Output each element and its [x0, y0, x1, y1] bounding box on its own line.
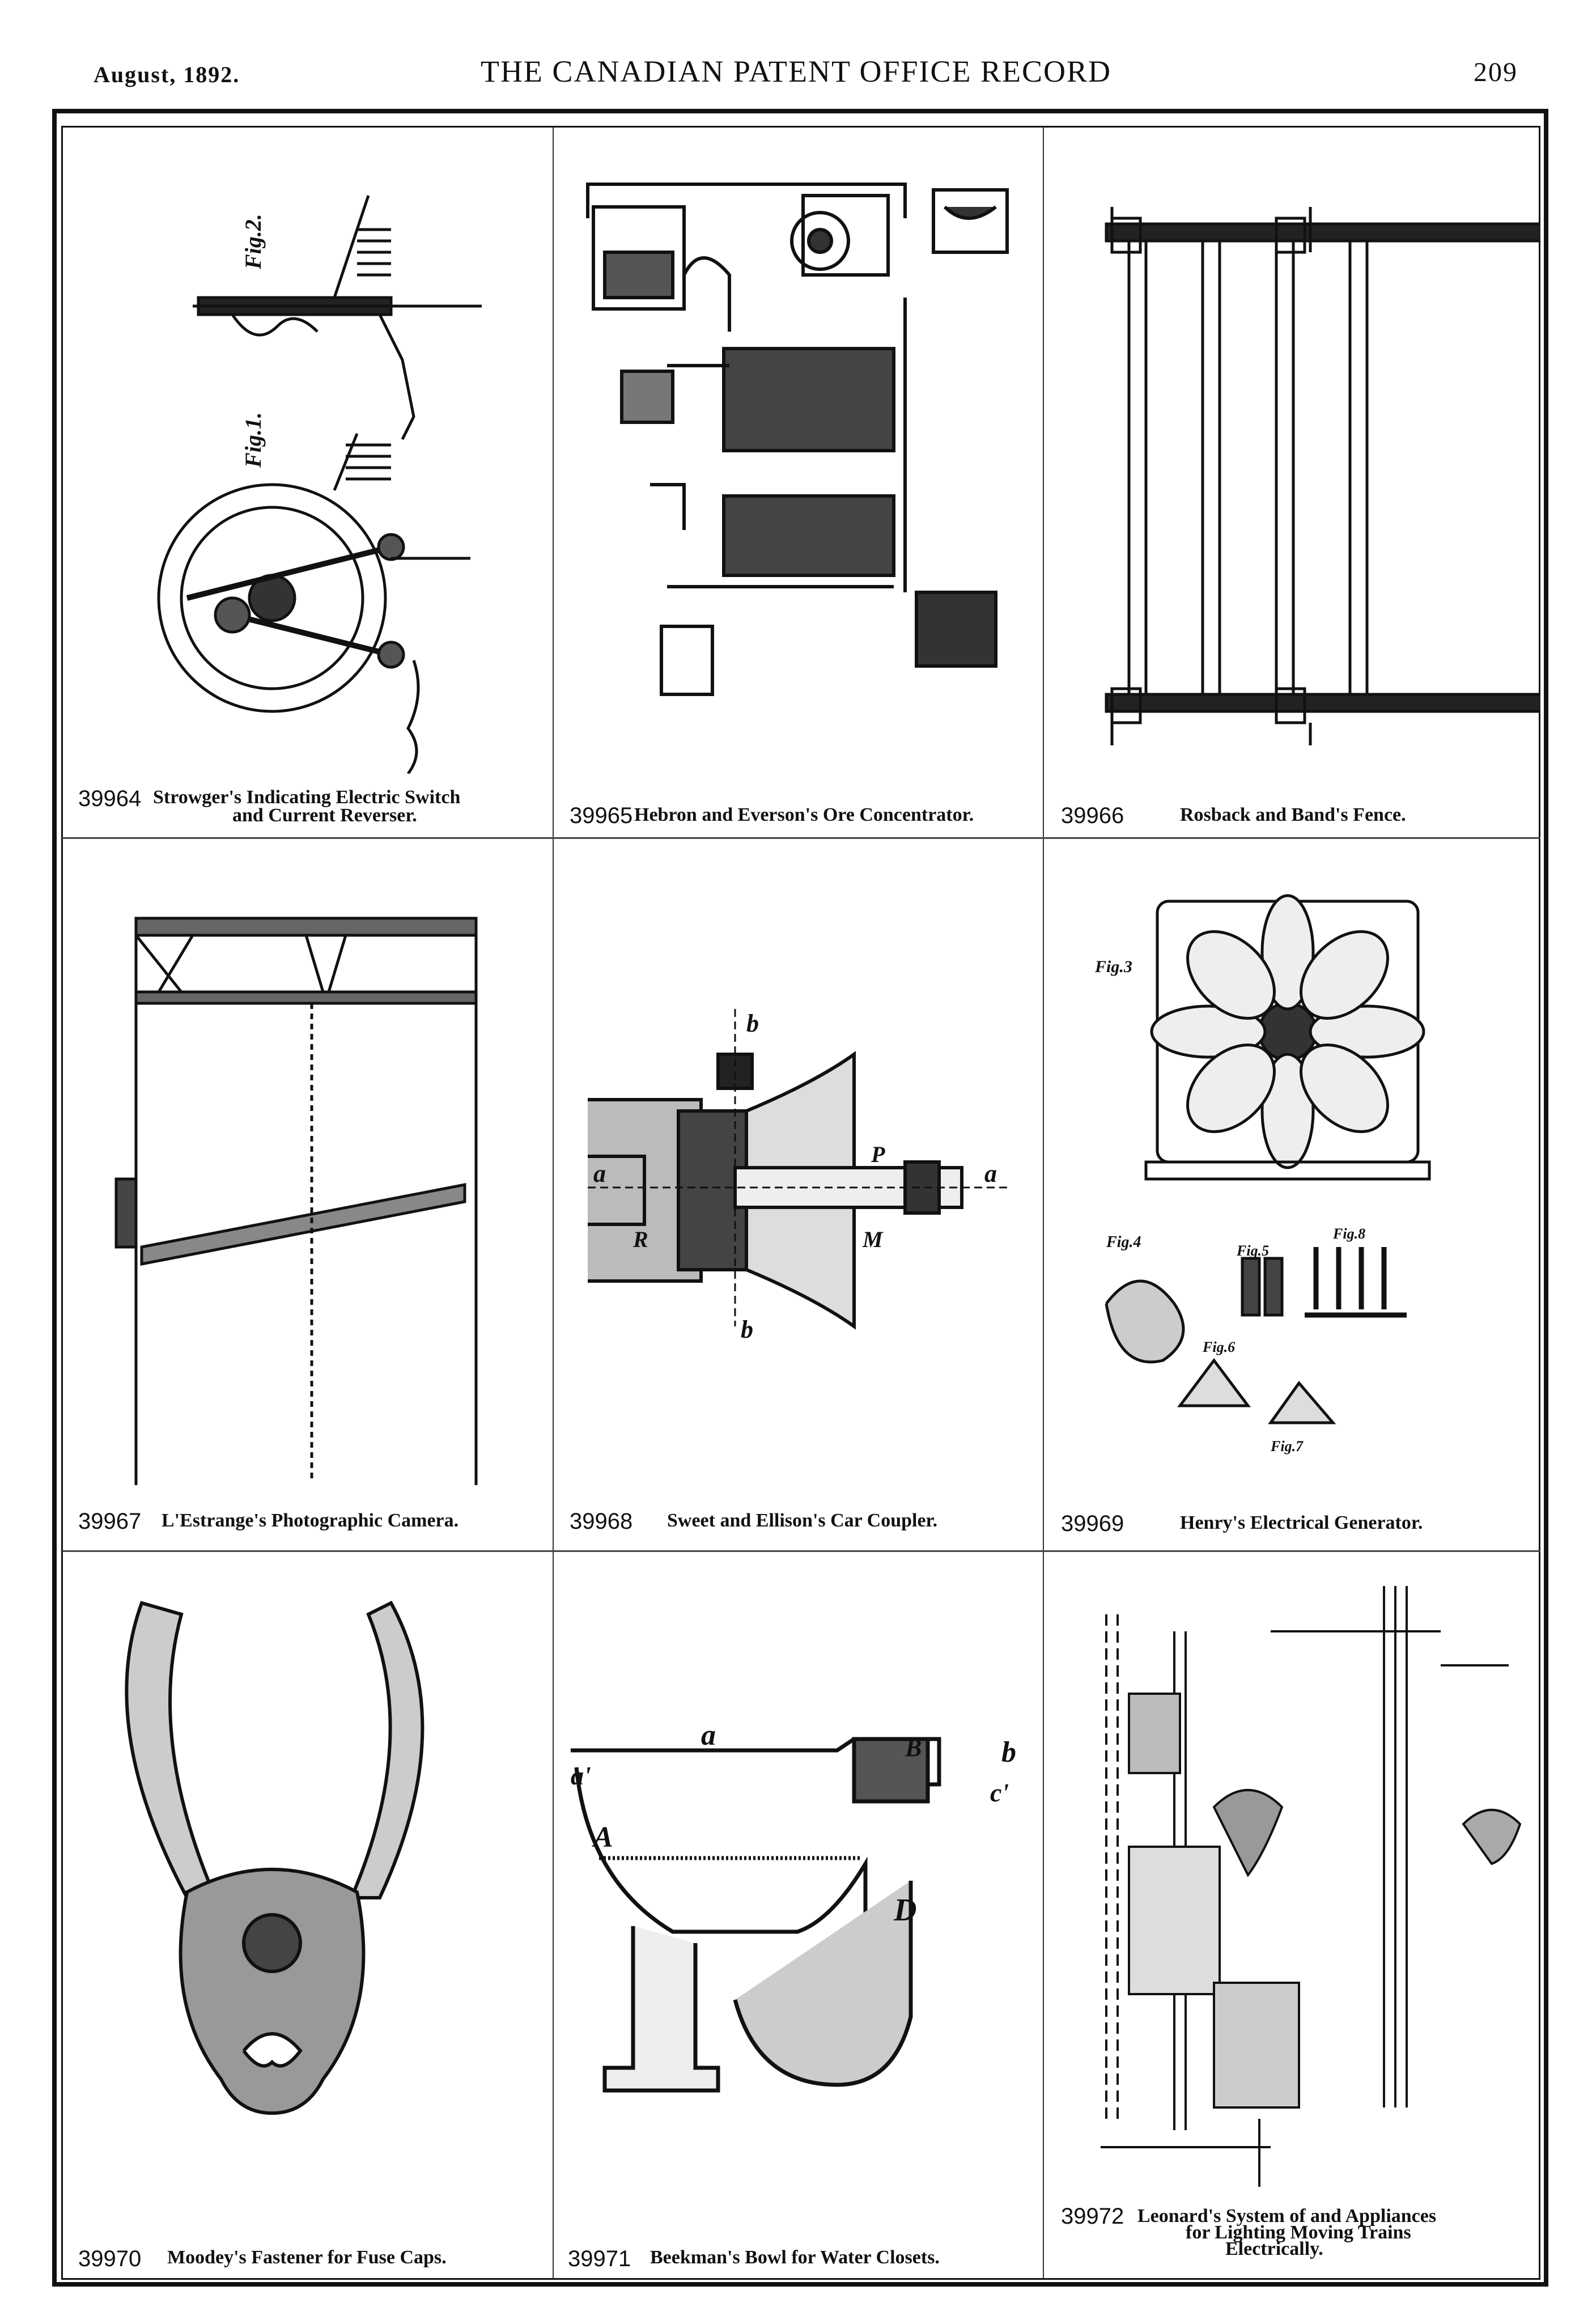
- row-divider: [62, 837, 1540, 839]
- patent-title: Beekman's Bowl for Water Closets.: [650, 2247, 940, 2268]
- patent-cell-39966: 39966 Rosback and Band's Fence.: [1044, 128, 1540, 836]
- patent-title: Moodey's Fastener for Fuse Caps.: [167, 2247, 447, 2268]
- generator-drawing: Fig.3 Fig.4 Fig.5 Fig.6 Fig.7 Fig.8: [1094, 894, 1431, 1454]
- label-p: P: [871, 1142, 885, 1167]
- patent-cell-39969: Fig.3 Fig.4 Fig.5 Fig.6 Fig.7 Fig.8 3996…: [1044, 839, 1540, 1550]
- patent-title: Rosback and Band's Fence.: [1180, 804, 1406, 825]
- fig1-label: Fig.1.: [240, 412, 266, 468]
- patent-number: 39966: [1061, 803, 1124, 828]
- water-closet-bowl-drawing: a a' A D b c' B: [571, 1719, 1016, 2093]
- patent-number: 39970: [78, 2246, 142, 2271]
- patent-title-line2: and Current Reverser.: [232, 805, 417, 826]
- label-a-prime: a': [571, 1761, 591, 1790]
- fig7-label: Fig.7: [1270, 1438, 1304, 1454]
- switch-drawing: Fig.2. Fig.1.: [157, 195, 482, 774]
- label-r: R: [632, 1227, 648, 1252]
- patent-title: Hebron and Everson's Ore Concentrator.: [634, 804, 974, 825]
- patent-cell-39970: 39970 Moodey's Fastener for Fuse Caps.: [62, 1552, 553, 2278]
- label-a: a: [701, 1719, 716, 1752]
- label-d: D: [893, 1893, 916, 1928]
- ore-concentrator-drawing: [586, 183, 1009, 696]
- label-b: b: [1001, 1736, 1016, 1769]
- patent-cell-39968: a a b b P M R 39968 Sweet and Ellison's …: [554, 839, 1043, 1550]
- label-a-left: a: [593, 1160, 606, 1188]
- label-capital-a: A: [592, 1821, 613, 1854]
- patent-title-line3: Electrically.: [1225, 2238, 1323, 2259]
- fig1-drawing: [157, 433, 470, 774]
- patent-cell-39965: 39965 Hebron and Everson's Ore Concentra…: [554, 128, 1043, 836]
- column-divider: [553, 128, 554, 2279]
- patent-title-line2: for Lighting Moving Trains: [1186, 2222, 1411, 2243]
- patent-title: L'Estrange's Photographic Camera.: [162, 1510, 459, 1531]
- fig5-label: Fig.5: [1236, 1242, 1269, 1259]
- patent-title-line1: Leonard's System of and Appliances: [1137, 2206, 1437, 2227]
- train-lighting-drawing: [1101, 1586, 1522, 2187]
- patent-number: 39972: [1061, 2204, 1124, 2229]
- patent-title-line1: Strowger's Indicating Electric Switch: [153, 787, 461, 808]
- patent-number: 39964: [78, 786, 142, 811]
- patent-title: Sweet and Ellison's Car Coupler.: [667, 1510, 938, 1531]
- patent-number: 39971: [568, 2246, 631, 2271]
- patent-number: 39965: [570, 803, 633, 828]
- fuse-fastener-drawing: [125, 1601, 424, 2115]
- fig4-label: Fig.4: [1106, 1233, 1141, 1251]
- page-frame-outer: [52, 109, 1548, 2287]
- fig3-label: Fig.3: [1094, 957, 1132, 976]
- patent-number: 39969: [1061, 1511, 1124, 1536]
- fig6-label: Fig.6: [1202, 1339, 1235, 1355]
- patent-cell-39964: Fig.2. Fig.1. 39964 Strowger's Indicatin…: [62, 128, 553, 836]
- publication-title: THE CANADIAN PATENT OFFICE RECORD: [480, 54, 1112, 88]
- patent-number: 39968: [570, 1509, 633, 1534]
- patent-title: Henry's Electrical Generator.: [1180, 1512, 1423, 1533]
- fig2-label: Fig.2.: [240, 214, 266, 270]
- patent-cell-39971: a a' A D b c' B 39971 Beekman's Bowl for…: [554, 1552, 1043, 2278]
- label-b-top: b: [746, 1010, 759, 1037]
- fence-drawing: [1105, 207, 1540, 745]
- car-coupler-drawing: a a b b P M R: [588, 1009, 1007, 1343]
- label-capital-b: B: [905, 1734, 922, 1762]
- label-b-bottom: b: [741, 1316, 753, 1343]
- page-number: 209: [1474, 57, 1518, 87]
- label-m: M: [862, 1227, 884, 1252]
- patent-cell-39972: 39972 Leonard's System of and Appliances…: [1044, 1552, 1540, 2278]
- column-divider: [1043, 128, 1044, 2279]
- camera-drawing: [114, 917, 478, 1485]
- issue-date: August, 1892.: [94, 62, 240, 87]
- fig8-label: Fig.8: [1332, 1225, 1365, 1242]
- label-a-right: a: [984, 1160, 997, 1188]
- patent-number: 39967: [78, 1509, 142, 1534]
- row-divider: [62, 1550, 1540, 1552]
- fig2-drawing: [193, 195, 482, 440]
- patent-cell-39967: 39967 L'Estrange's Photographic Camera.: [62, 839, 553, 1550]
- page-frame-inner: [61, 126, 1540, 2280]
- label-c-prime: c': [990, 1778, 1009, 1807]
